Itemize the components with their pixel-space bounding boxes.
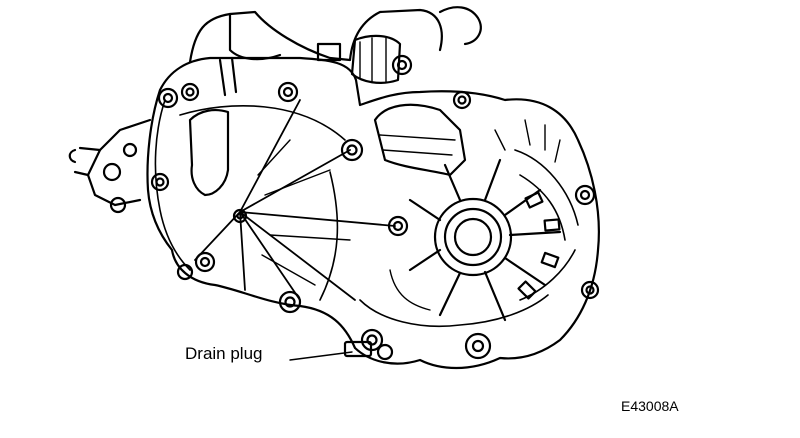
drain-plug-label: Drain plug: [185, 344, 263, 363]
differential-housing: [359, 103, 579, 328]
left-bracket: [68, 118, 152, 214]
figure-code: E43008A: [621, 398, 679, 414]
drain-plug: [343, 340, 394, 361]
upper-cover: [188, 6, 482, 97]
callout-leader-line: [289, 351, 353, 361]
side-cover-ribs: [179, 99, 396, 301]
bolt-bosses: [150, 54, 600, 360]
bell-housing: [146, 56, 600, 370]
